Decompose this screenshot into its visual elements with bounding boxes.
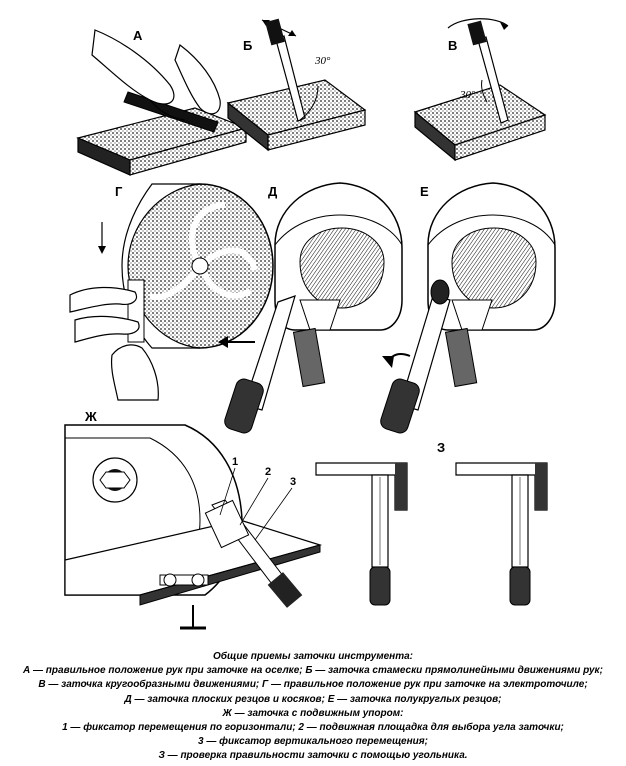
panel-g-grinder-hands: Г	[69, 183, 274, 401]
caption-line: В — заточка кругообразными движениями; Г…	[38, 679, 588, 691]
caption-title: Общие приемы заточки инструмента:	[213, 651, 413, 662]
panel-label-z: З	[437, 440, 445, 455]
sharpening-illustration: А Б 30° В 30° Г	[64, 18, 556, 630]
panel-label-b: Б	[243, 38, 252, 53]
caption-line: З — проверка правильности заточки с помо…	[158, 750, 468, 762]
panel-label-g: Г	[115, 184, 123, 199]
panel-label-v: В	[448, 38, 457, 53]
panel-z-square-check: З	[315, 440, 548, 606]
panel-b-straight-sharpening: Б 30°	[226, 18, 367, 152]
callout-1: 1	[232, 456, 238, 468]
panel-v-circular-sharpening: В 30°	[413, 18, 547, 162]
caption-line: Д — заточка плоских резцов и косяков; Е …	[124, 693, 502, 705]
panel-label-a: А	[133, 28, 143, 43]
panel-a-whetstone-hands: А	[76, 28, 248, 176]
caption-line: 1 — фиксатор перемещения по горизонтали;…	[62, 722, 564, 734]
caption-line: 3 — фиксатор вертикального перемещения;	[198, 736, 428, 748]
panel-d-flat-chisel: Д	[218, 182, 403, 434]
angle-label-b: 30°	[314, 55, 331, 67]
panel-label-e: Е	[420, 184, 429, 199]
panel-label-d: Д	[268, 184, 278, 199]
figure-caption: Общие приемы заточки инструмента: А — пр…	[0, 650, 626, 764]
panel-e-gouge: Е	[380, 182, 556, 434]
caption-line: Ж — заточка с подвижным упором:	[222, 707, 404, 719]
panel-label-zh: Ж	[84, 409, 97, 424]
angle-label-v: 30°	[459, 89, 476, 101]
panel-zh-movable-rest: Ж 1 2 3	[64, 409, 323, 630]
caption-line: А — правильное положение рук при заточке…	[23, 665, 603, 677]
callout-3: 3	[290, 476, 296, 488]
callout-2: 2	[265, 466, 271, 478]
